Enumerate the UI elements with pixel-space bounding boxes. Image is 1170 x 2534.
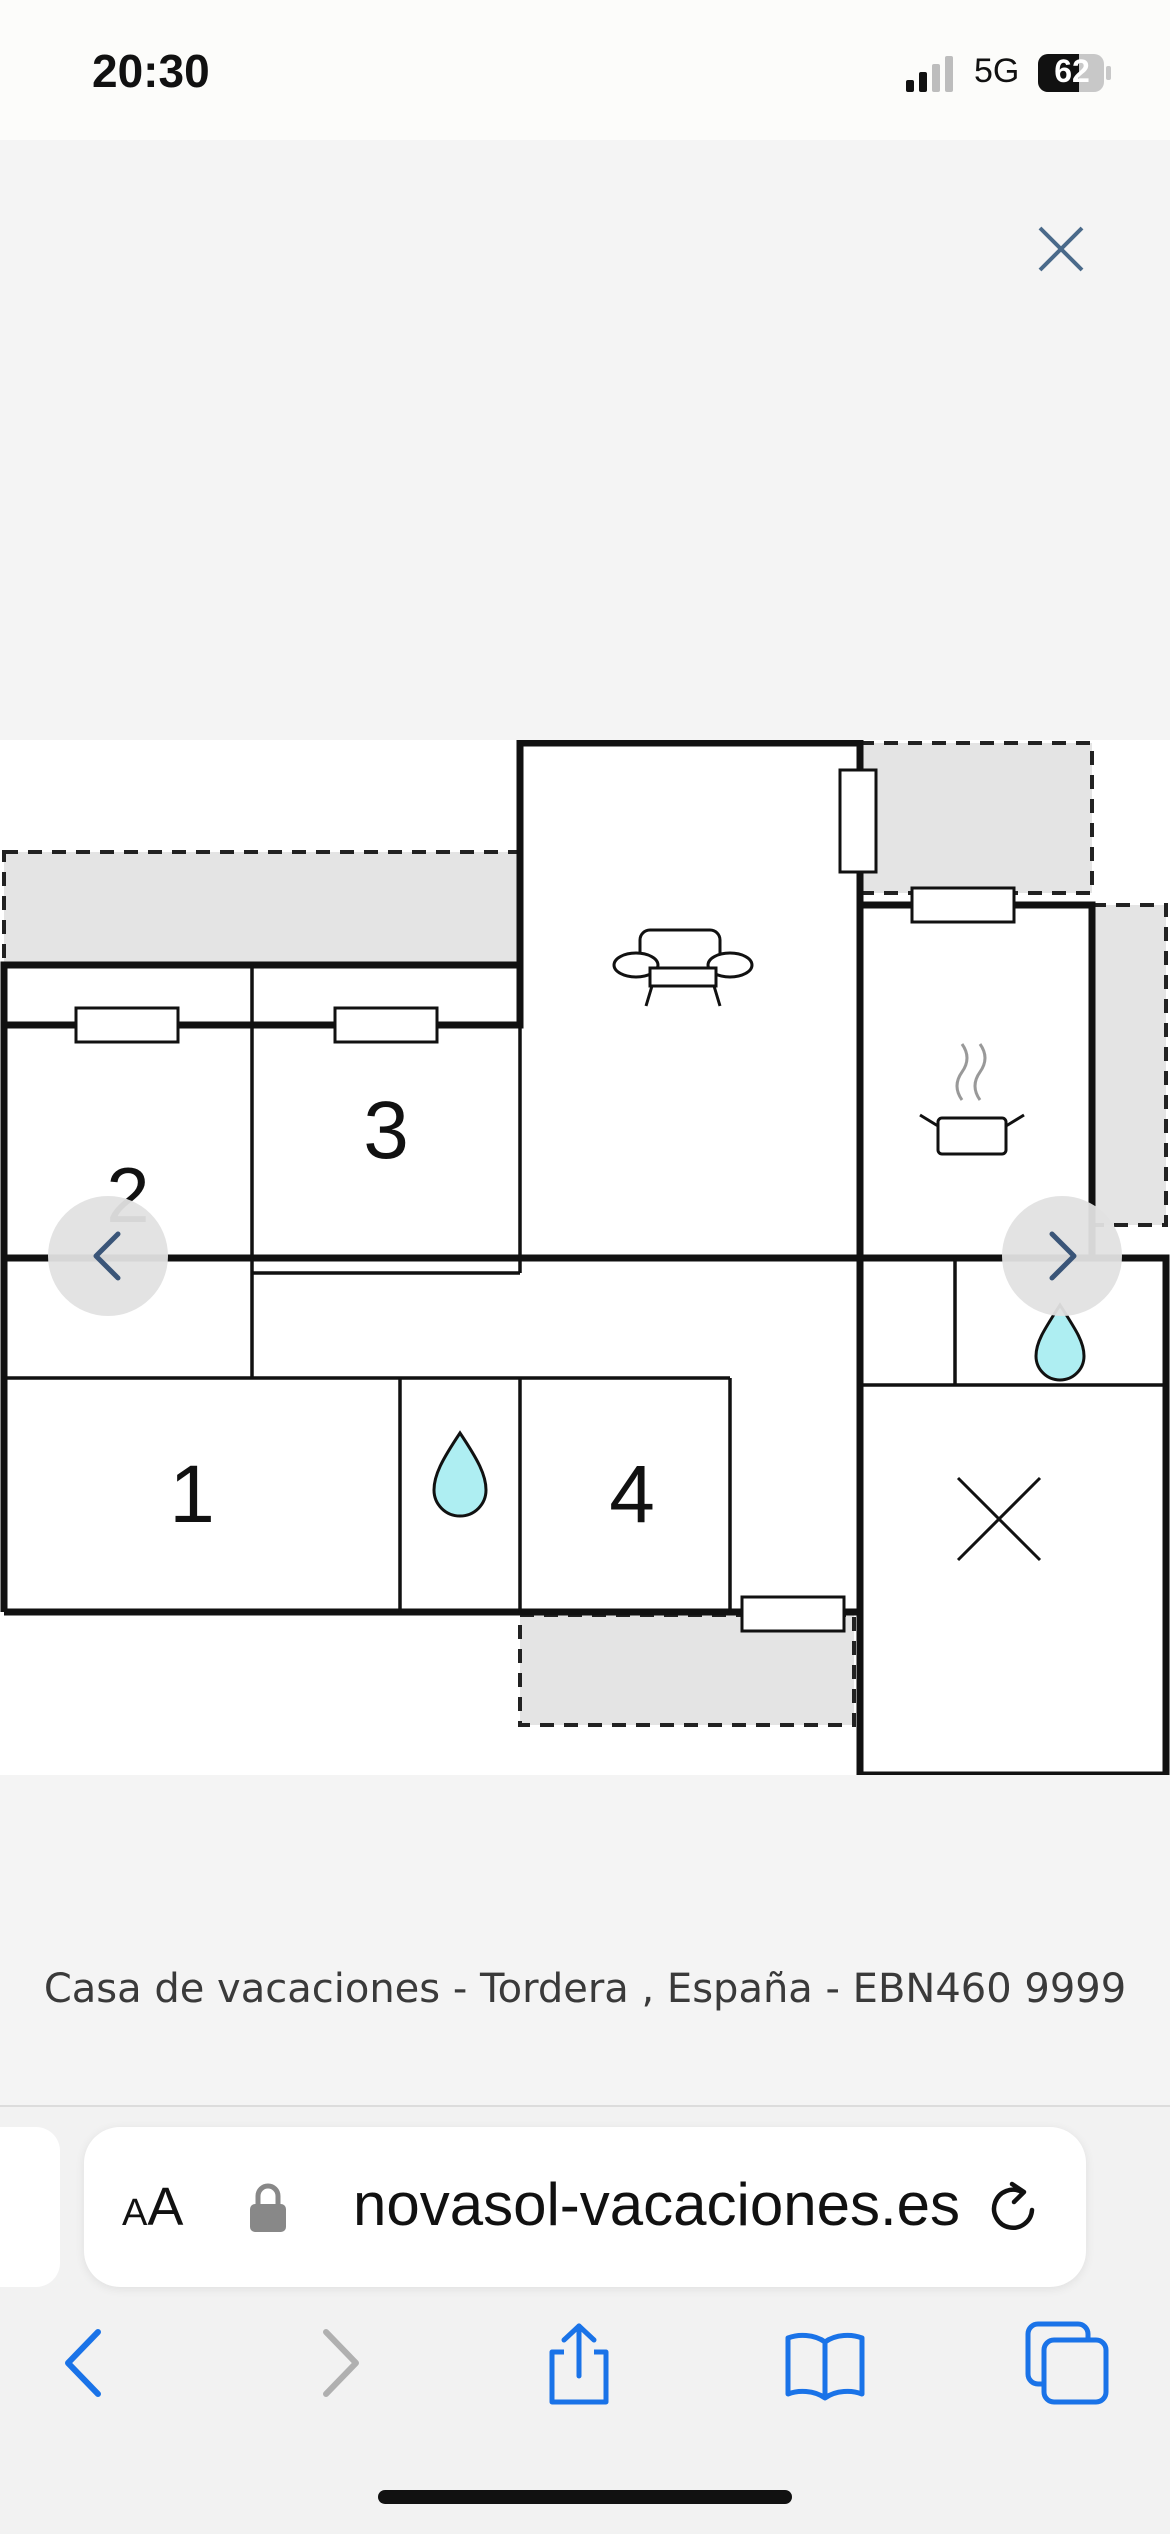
cellular-signal-icon xyxy=(906,56,953,92)
image-caption: Casa de vacaciones - Tordera , España - … xyxy=(43,1966,1127,2012)
reload-icon[interactable] xyxy=(984,2178,1044,2238)
bathroom-icons xyxy=(432,1302,1086,1518)
bookmarks-icon[interactable] xyxy=(780,2318,870,2408)
lock-icon xyxy=(250,2183,286,2232)
share-icon[interactable] xyxy=(534,2318,624,2408)
forward-icon[interactable] xyxy=(294,2318,384,2408)
battery-level: 62 xyxy=(1054,53,1090,89)
room-label-3: 3 xyxy=(363,1085,409,1176)
chevron-left-icon xyxy=(93,1231,121,1281)
sofa-icon xyxy=(612,928,754,1007)
previous-image-button[interactable] xyxy=(48,1196,168,1316)
previous-tab-preview[interactable] xyxy=(0,2127,60,2287)
chevron-right-icon xyxy=(1049,1231,1077,1281)
status-bar: 20:30 5G 62 xyxy=(0,0,1170,140)
status-time: 20:30 xyxy=(92,45,210,97)
text-size-button[interactable]: AA xyxy=(122,2176,183,2238)
room-label-1: 1 xyxy=(169,1449,215,1540)
url-text: novasol-vacaciones.es xyxy=(352,2171,960,2238)
floor-plan-image: 2 3 1 4 xyxy=(0,740,1170,1775)
tabs-icon[interactable] xyxy=(1022,2318,1112,2408)
back-icon[interactable] xyxy=(40,2318,130,2408)
room-label-4: 4 xyxy=(609,1449,655,1540)
url-field[interactable]: novasol-vacaciones.es xyxy=(312,2170,960,2250)
text-size-large-label: A xyxy=(147,2177,184,2237)
network-type: 5G xyxy=(974,52,1020,90)
next-image-button[interactable] xyxy=(1002,1196,1122,1316)
home-indicator xyxy=(378,2490,792,2504)
text-size-small-label: A xyxy=(122,2192,148,2234)
battery-icon xyxy=(1038,54,1111,92)
close-icon[interactable] xyxy=(1030,218,1092,280)
kitchen-pot-icon xyxy=(919,1043,1025,1156)
stair-symbol xyxy=(956,1476,1042,1562)
